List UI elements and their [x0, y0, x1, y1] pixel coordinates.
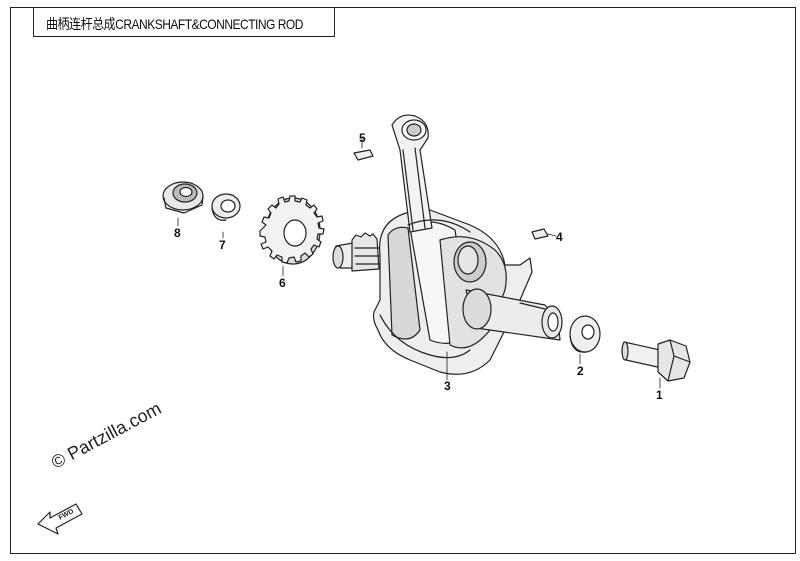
callout-2: 2	[577, 364, 584, 378]
part-8-flange-nut	[162, 181, 204, 214]
callout-8: 8	[174, 226, 181, 240]
drawing-frame	[10, 7, 796, 554]
callout-5: 5	[359, 131, 366, 145]
part-7-washer	[211, 193, 241, 221]
part-6-gear	[259, 195, 325, 265]
part-1-bolt	[621, 339, 691, 382]
leader-lines	[177, 137, 661, 389]
part-5-key	[353, 149, 374, 161]
fwd-arrow-icon: FWD	[37, 503, 83, 535]
callout-1: 1	[656, 388, 663, 402]
part-2-washer	[569, 315, 601, 353]
callout-3: 3	[444, 379, 451, 393]
diagram-title: 曲柄连杆总成CRANKSHAFT&CONNECTING ROD	[46, 16, 303, 32]
connecting-rod	[391, 114, 471, 233]
callout-4: 4	[556, 230, 563, 244]
callout-7: 7	[219, 238, 226, 252]
part-3-crankshaft	[332, 209, 563, 375]
part-4-key	[531, 228, 549, 240]
title-box: 曲柄连杆总成CRANKSHAFT&CONNECTING ROD	[33, 7, 335, 37]
callout-6: 6	[279, 276, 286, 290]
